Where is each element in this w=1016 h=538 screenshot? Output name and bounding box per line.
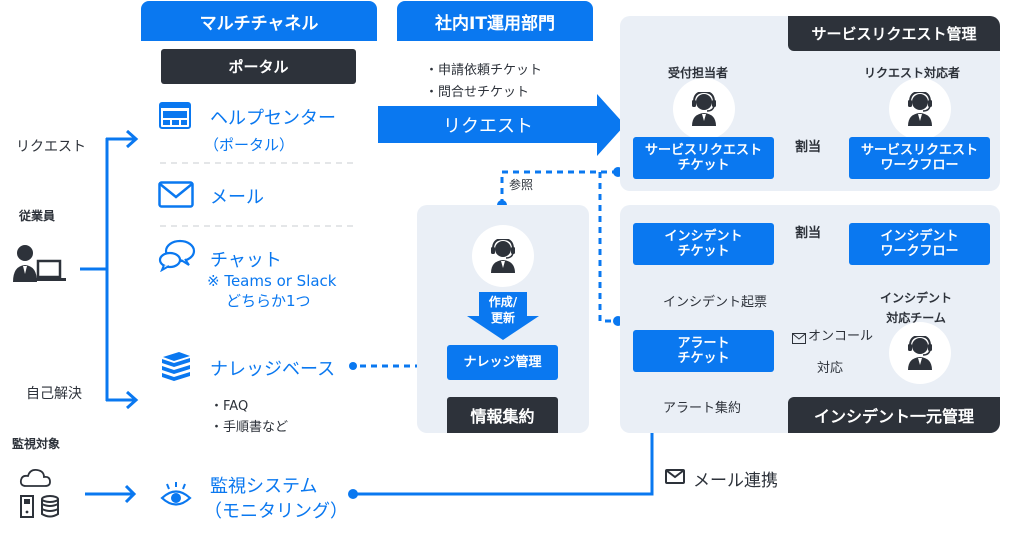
receptionist-label: 受付担当者 [668,66,729,80]
chat-note-2: どちらか1つ [226,292,311,310]
multichannel-header: マルチチャネル [141,1,377,41]
request-bullet-2: ・問合せチケット [425,85,530,100]
request-arrow-label: リクエスト [443,115,533,137]
chat-bubbles-icon [158,238,196,273]
service-request-title: サービスリクエスト管理 [788,16,1000,51]
knowledge-base-link[interactable]: ナレッジベース [210,359,336,380]
portal-header: ポータル [161,49,356,84]
service-request-ticket-box[interactable]: サービスリクエスト チケット [633,137,774,179]
monitor-arrow [85,484,137,504]
incident-team-label: インシデント 対応チーム [880,291,953,325]
knowledge-management-box[interactable]: ナレッジ管理 [447,345,558,380]
request-handler-avatar [889,78,951,140]
create-update-label: 作成/ 更新 [488,295,518,325]
incident-title: インシデント一元管理 [788,397,1000,433]
incident-ticket-box[interactable]: インシデント チケット [633,223,774,265]
monitoring-system-link[interactable]: 監視システム [210,476,318,497]
info-aggregation-label: 情報集約 [447,397,558,433]
employee-branch-connector [80,129,139,410]
mail-integration-icon [665,469,685,484]
alert-aggregate-label: アラート集約 [663,401,742,416]
browser-window-icon [159,102,191,129]
alert-ticket-box[interactable]: アラート チケット [633,330,774,372]
knowledge-operator-avatar [472,225,534,287]
kb-bullet-manuals: ・手順書など [210,420,289,435]
helpcenter-sub: （ポータル） [204,136,295,154]
chat-note: ※ Teams or Slack [207,272,337,290]
mail-link[interactable]: メール [210,187,264,208]
headset-person-icon [908,336,932,370]
service-request-workflow-box[interactable]: サービスリクエスト ワークフロー [849,137,990,179]
monitoring-sub: （モニタリング） [204,501,348,522]
incident-assign-label: 割当 [795,226,822,241]
monitor-targets-icon [18,466,64,520]
it-dept-header: 社内IT運用部門 [397,1,593,41]
mail-integration-label: メール連携 [693,471,778,491]
helpcenter-link[interactable]: ヘルプセンター [210,108,336,129]
receptionist-avatar [673,78,735,140]
monitor-target-label: 監視対象 [12,437,61,451]
oncall-label: オンコール [808,329,874,344]
eye-icon [160,481,192,507]
headset-person-icon [908,92,932,126]
kb-bullet-faq: ・FAQ [210,399,249,414]
employee-pc-icon [12,244,68,284]
incident-raise-label: インシデント起票 [663,295,768,310]
reference-label: 参照 [509,178,534,192]
mail-icon [158,181,194,208]
create-update-arrow [467,292,539,340]
headset-person-icon [692,92,716,126]
employee-label: 従業員 [19,209,56,223]
self-solve-label: 自己解決 [26,386,82,402]
sr-assign-label: 割当 [795,140,822,155]
incident-team-avatar [889,322,951,384]
response-label: 対応 [817,361,844,376]
headset-person-icon [491,239,515,273]
oncall-mail-icon [792,329,806,344]
request-handler-label: リクエスト対応者 [864,66,961,80]
chat-link[interactable]: チャット [210,250,282,271]
books-icon [159,351,193,383]
request-bullet-1: ・申請依頼チケット [425,63,543,78]
incident-workflow-box[interactable]: インシデント ワークフロー [849,223,990,265]
request-label: リクエスト [16,139,86,155]
